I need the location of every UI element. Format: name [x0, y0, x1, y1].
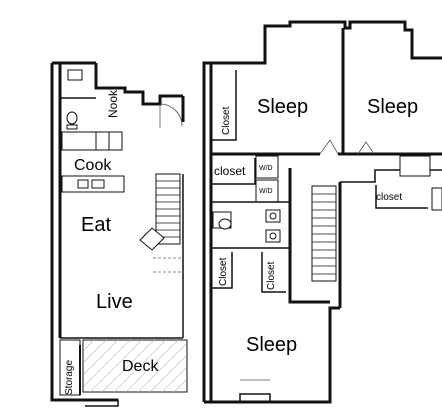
nook-label: Nook	[106, 89, 120, 118]
right-unit: Closet Sleep Sleep closet W/D W/D closet…	[202, 20, 442, 404]
nook-door-swing	[159, 103, 183, 127]
deck-hatch	[83, 339, 187, 393]
sleep-lower-label: Sleep	[246, 334, 297, 356]
sleep-door-right	[357, 141, 375, 155]
sleep-upper-left-label: Sleep	[257, 96, 308, 118]
sink-fixture	[67, 69, 83, 81]
closet-lower-right-wall	[261, 252, 286, 293]
toilet-fixture	[66, 111, 78, 125]
upper-stair	[311, 185, 337, 282]
closet-right-label: closet	[376, 192, 402, 203]
closet-upper-left-wall	[211, 70, 237, 141]
left-unit-outer-wall	[94, 63, 183, 106]
right-sink-fixture	[399, 155, 431, 177]
closet-lower-left-wall	[211, 252, 233, 289]
stove-fixture	[77, 179, 89, 189]
stair-hall-wall	[288, 168, 330, 304]
closet-upper-left-label: Closet	[221, 106, 232, 135]
upper-front-step	[239, 393, 271, 402]
stair-treads	[156, 180, 180, 238]
closet-lower-right-label: Closet	[266, 261, 277, 290]
stair-landing	[139, 227, 165, 251]
right-edge-fixture	[431, 187, 442, 211]
right-unit-bottom-wall	[204, 306, 340, 404]
upper-stair-treads	[312, 193, 336, 275]
front-step	[85, 399, 119, 407]
closet-mid-wall	[211, 158, 256, 185]
closet-lower-left-label: Closet	[218, 257, 229, 286]
toilet-tank	[66, 124, 78, 130]
washer-dryer-top	[255, 155, 279, 179]
storage-label: Storage	[64, 360, 75, 395]
closet-right-wall	[375, 185, 428, 209]
wd-top-label: W/D	[259, 165, 273, 172]
right-unit-outer-wall	[202, 20, 442, 402]
closet-mid-label: closet	[214, 164, 246, 178]
sleep-upper-right-label: Sleep	[367, 96, 418, 118]
deck-label: Deck	[122, 358, 159, 375]
sleep-door-left	[319, 139, 339, 155]
eat-label: Eat	[81, 214, 111, 236]
kitchen-counter-upper	[61, 131, 123, 151]
left-unit: Nook Cook Eat Live Deck Storage	[50, 61, 188, 407]
wd-bottom-label: W/D	[259, 188, 273, 195]
sink-kitchen	[91, 179, 105, 189]
toilet-upper	[218, 218, 232, 230]
live-label: Live	[96, 291, 133, 313]
cook-label: Cook	[74, 157, 112, 174]
